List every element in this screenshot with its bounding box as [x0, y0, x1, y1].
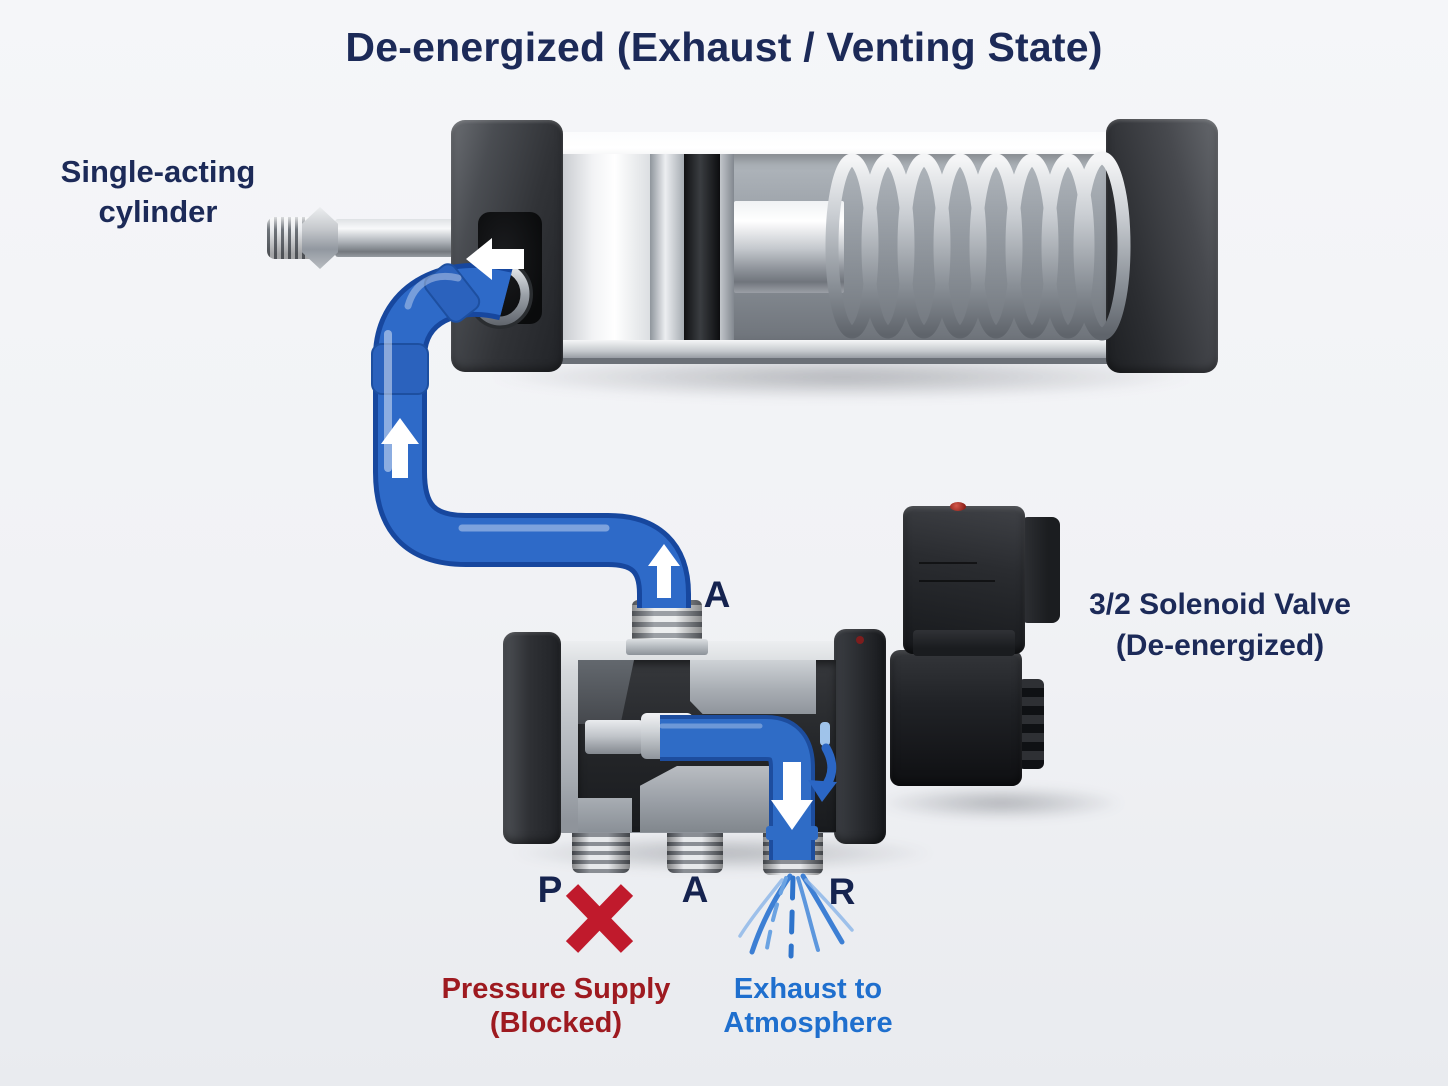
piston-body — [562, 154, 650, 340]
port-label-r: R — [828, 871, 856, 912]
blocked-x-icon — [565, 884, 634, 953]
valve-label-line2: (De-energized) — [1115, 629, 1325, 662]
port-label-a-top: A — [703, 574, 731, 615]
solenoid-shadow — [876, 786, 1126, 820]
cylinder-rear-cap — [1106, 119, 1218, 373]
valve-internal-block-top — [690, 660, 816, 714]
cylinder-port-cavity — [478, 212, 542, 324]
valve-port-a-stud — [667, 833, 723, 873]
valve-internal-block-bottom-left — [578, 798, 632, 832]
cylinder-bottom-rail — [558, 340, 1118, 358]
valve-top-port-flange — [626, 639, 708, 655]
solenoid-coil — [890, 650, 1022, 786]
valve-left-end-cap — [503, 632, 561, 844]
valve-port-r-stud — [763, 833, 823, 875]
valve-top-port-fitting — [632, 600, 702, 642]
exhaust-caption-line2: Atmosphere — [723, 1007, 893, 1039]
valve-label: 3/2 Solenoid Valve (De-energized) — [1062, 584, 1378, 666]
valve-internal-block-bottom — [640, 766, 772, 832]
diagram-title: De-energized (Exhaust / Venting State) — [345, 24, 1103, 70]
cylinder-label-line2: cylinder — [98, 194, 218, 229]
valve-port-p-stud — [572, 833, 630, 873]
pressure-supply-caption-line1: Pressure Supply — [441, 973, 671, 1005]
piston-rod — [335, 219, 459, 257]
valve-spool — [585, 720, 643, 754]
cylinder-label-line1: Single-acting — [60, 154, 256, 189]
exhaust-caption-line1: Exhaust to — [733, 973, 883, 1005]
valve-label-line1: 3/2 Solenoid Valve — [1089, 588, 1351, 621]
piston-ring — [720, 154, 734, 340]
flow-arrow-up-icon — [648, 544, 680, 598]
piston-rod-inner — [734, 201, 844, 293]
solenoid-adjust-knob — [1018, 679, 1044, 769]
flow-arrow-up-icon — [381, 418, 419, 478]
pressure-supply-caption-line2: (Blocked) — [489, 1007, 623, 1039]
piston-seal — [684, 154, 720, 340]
port-label-p: P — [537, 869, 563, 910]
solenoid-indicator-dot — [950, 502, 966, 511]
solenoid-connector-lip — [913, 630, 1015, 656]
port-label-a-bottom: A — [681, 869, 709, 910]
solenoid-connector-side-box — [1020, 517, 1060, 623]
cylinder-label: Single-acting cylinder — [18, 152, 298, 232]
valve-right-end-cap — [834, 629, 886, 844]
valve-indicator-dot — [856, 636, 864, 644]
exhaust-caption: Exhaust to Atmosphere — [658, 972, 958, 1040]
valve-spool-head — [641, 713, 693, 759]
pressure-supply-caption: Pressure Supply (Blocked) — [406, 972, 706, 1040]
piston-ring — [650, 154, 684, 340]
solenoid-din-connector — [903, 506, 1025, 654]
